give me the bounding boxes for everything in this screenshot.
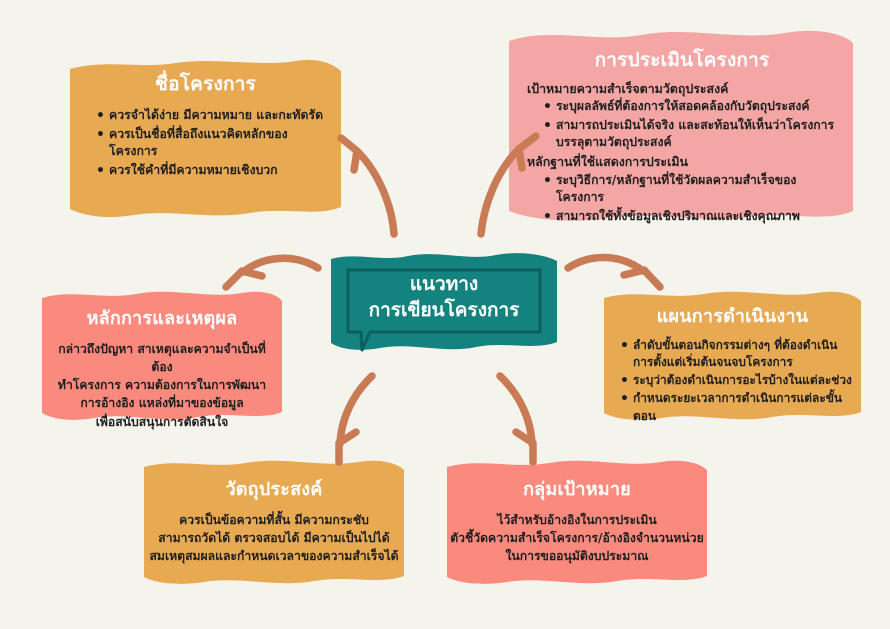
body-line: เพื่อสนับสนุนการตัดสินใจ	[95, 414, 229, 429]
body-line: ไว้สำหรับอ้างอิงในการประเมิน	[497, 512, 657, 527]
card-title: หลักการและเหตุผล	[86, 308, 238, 329]
card-content: กลุ่มเป้าหมาย ไว้สำหรับอ้างอิงในการประเม…	[443, 455, 711, 575]
card-content: วัตถุประสงค์ ควรเป็นข้อความที่สั้น มีควา…	[140, 455, 408, 575]
card-content: หลักการและเหตุผล กล่าวถึงปัญหา สาเหตุและ…	[38, 286, 286, 441]
list-item: ควรจำได้ง่าย มีความหมาย และกะทัดรัด	[94, 106, 327, 126]
list-item: ระบุว่าต้องดำเนินการอะไรบ้างในแต่ละช่วง	[618, 371, 853, 392]
arrow-center-to-objectives	[335, 372, 376, 466]
center-bubble-text: แนวทาง การเขียนโครงการ	[328, 272, 560, 323]
body-line: สมเหตุสมผลและกำหนดเวลาของความสำเร็จได้	[149, 549, 399, 564]
card-target-group: กลุ่มเป้าหมาย ไว้สำหรับอ้างอิงในการประเม…	[443, 455, 711, 590]
card-paper-shape	[140, 455, 408, 590]
list-item: ลำดับขั้นตอนกิจกรรมต่างๆ ที่ต้องดำเนินกา…	[618, 336, 853, 372]
card-title: แผนการดำเนินงาน	[656, 306, 809, 327]
center-line-1: แนวทาง	[409, 273, 479, 295]
speech-bubble-shape	[328, 250, 560, 360]
list-item: กำหนดระยะเวลาการดำเนินการแต่ละขั้นตอน	[618, 389, 853, 425]
body-line: กล่าวถึงปัญหา สาเหตุและความจำเป็นที่ต้อง	[58, 341, 266, 374]
bullet-list: ลำดับขั้นตอนกิจกรรมต่างๆ ที่ต้องดำเนินกา…	[612, 336, 853, 425]
center-speech-bubble: แนวทาง การเขียนโครงการ	[328, 250, 560, 360]
arrow-center-to-project-name	[337, 134, 398, 238]
card-paper-shape	[443, 455, 711, 590]
center-line-2: การเขียนโครงการ	[368, 298, 520, 321]
list-item: สามารถใช้ทั้งข้อมูลเชิงปริมาณและเชิงคุณภ…	[541, 207, 837, 227]
card-subheading-evidence: หลักฐานที่ใช้แสดงการประเมิน	[527, 154, 688, 170]
bullet-list-goals: ระบุผลลัพธ์ที่ต้องการให้สอดคล้องกับวัตถุ…	[527, 97, 837, 152]
card-rationale: หลักการและเหตุผล กล่าวถึงปัญหา สาเหตุและ…	[38, 286, 286, 429]
card-body: ควรเป็นข้อความที่สั้น มีความกระชับ สามาร…	[148, 511, 400, 566]
card-workplan: แผนการดำเนินงาน ลำดับขั้นตอนกิจกรรมต่างๆ…	[600, 286, 865, 426]
body-line: ในการขออนุมัติงบประมาณ	[505, 549, 649, 564]
arrow-center-to-target	[496, 372, 537, 466]
card-content: ชื่อโครงการ ควรจำได้ง่าย มีความหมาย และก…	[68, 55, 343, 191]
list-item: ระบุวิธีการ/หลักฐานที่ใช้วัดผลความสำเร็จ…	[541, 171, 837, 207]
card-paper-shape	[38, 286, 286, 426]
list-item: สามารถประเมินได้จริง และสะท้อนให้เห็นว่า…	[541, 116, 837, 152]
card-title: ชื่อโครงการ	[155, 73, 256, 95]
arrow-center-to-rationale	[222, 254, 322, 291]
body-line: การอ้างอิง แหล่งที่มาของข้อมูล	[80, 396, 244, 411]
body-line: ตัวชี้วัดความสำเร็จโครงการ/อ้างอิงจำนวนห…	[450, 530, 704, 545]
arrow-center-to-workplan	[564, 253, 664, 291]
card-objectives: วัตถุประสงค์ ควรเป็นข้อความที่สั้น มีควา…	[140, 455, 408, 590]
card-project-evaluation: การประเมินโครงการ เป้าหมายความสำเร็จตามว…	[505, 25, 857, 230]
card-subheading-goals: เป้าหมายความสำเร็จตามวัตถุประสงค์	[527, 80, 729, 96]
card-title: การประเมินโครงการ	[594, 49, 770, 71]
bullet-list: ควรจำได้ง่าย มีความหมาย และกะทัดรัด ควรเ…	[84, 106, 327, 182]
body-line: ควรเป็นข้อความที่สั้น มีความกระชับ	[179, 512, 369, 527]
card-body: ไว้สำหรับอ้างอิงในการประเมิน ตัวชี้วัดคว…	[449, 511, 705, 566]
bullet-list-evidence: ระบุวิธีการ/หลักฐานที่ใช้วัดผลความสำเร็จ…	[527, 171, 837, 227]
list-item: ระบุผลลัพธ์ที่ต้องการให้สอดคล้องกับวัตถุ…	[541, 97, 837, 117]
card-content: การประเมินโครงการ เป้าหมายความสำเร็จตามว…	[505, 25, 857, 237]
list-item: ควรใช้คำที่มีความหมายเชิงบวก	[94, 161, 327, 181]
card-body: กล่าวถึงปัญหา สาเหตุและความจำเป็นที่ต้อง…	[50, 340, 274, 431]
body-line: สามารถวัดได้ ตรวจสอบได้ มีความเป็นไปได้	[158, 530, 390, 545]
body-line: ทำโครงการ ความต้องการในการพัฒนา	[57, 378, 267, 393]
list-item: ควรเป็นชื่อที่สื่อถึงแนวคิดหลักของโครงกา…	[94, 125, 327, 162]
card-title: กลุ่มเป้าหมาย	[523, 479, 631, 500]
card-project-name: ชื่อโครงการ ควรจำได้ง่าย มีความหมาย และก…	[68, 55, 343, 225]
card-title: วัตถุประสงค์	[225, 479, 323, 500]
card-content: แผนการดำเนินงาน ลำดับขั้นตอนกิจกรรมต่างๆ…	[600, 286, 865, 436]
